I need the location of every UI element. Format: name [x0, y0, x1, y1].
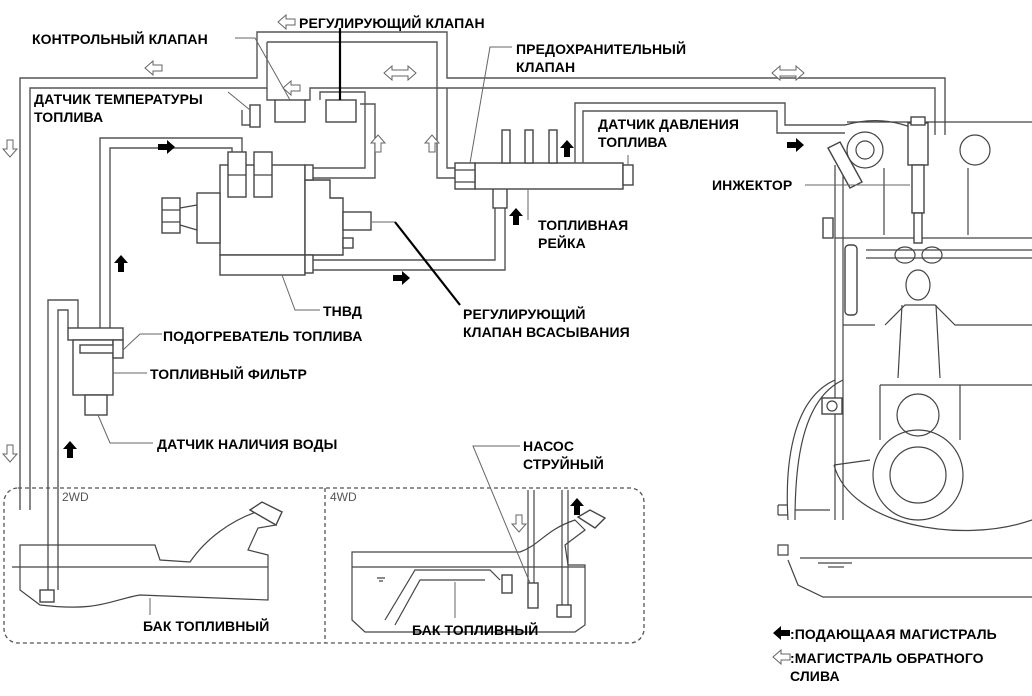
label-fuel-pressure-sensor: ДАТЧИК ДАВЛЕНИЯ ТОПЛИВА	[598, 116, 740, 150]
engine	[777, 116, 1032, 598]
return-arrow	[144, 60, 163, 76]
label-fuel-temp-sensor: ДАТЧИК ТЕМПЕРАТУРЫ ТОПЛИВА	[34, 91, 203, 125]
fuel-temp-sensor	[249, 104, 261, 128]
return-arrow	[383, 65, 417, 81]
legend-return-arrow	[772, 649, 791, 665]
supply-arrow	[393, 271, 410, 285]
return-arrow	[511, 514, 527, 533]
label-control-valve: КОНТРОЛЬНЫЙ КЛАПАН	[32, 31, 208, 47]
label-tank-2wd: БАК ТОПЛИВНЫЙ	[143, 618, 270, 634]
label-fuel-rail: ТОПЛИВНАЯ РЕЙКА	[538, 217, 629, 251]
return-arrow	[370, 134, 386, 153]
tanks-frame	[3, 487, 645, 644]
tank-4wd	[351, 490, 607, 633]
label-water-sensor: ДАТЧИК НАЛИЧИЯ ВОДЫ	[157, 436, 338, 452]
fuel-rail	[454, 102, 845, 190]
control-valve	[274, 99, 306, 123]
label-2wd: 2WD	[62, 490, 89, 504]
label-injector: ИНЖЕКТОР	[712, 177, 793, 193]
label-4wd: 4WD	[330, 490, 357, 504]
regulating-valve	[325, 99, 357, 123]
legend-supply-arrow	[773, 626, 790, 640]
label-fuel-filter: ТОПЛИВНЫЙ ФИЛЬТР	[150, 366, 307, 382]
supply-arrow	[63, 441, 77, 458]
supply-arrow	[509, 208, 523, 225]
valve-block-pipes	[241, 87, 455, 179]
leader-lines	[97, 28, 910, 618]
supply-pipe-pump-to-rail	[313, 187, 508, 271]
supply-arrow	[787, 138, 804, 152]
label-regulating-valve: РЕГУЛИРУЮЩИЙ КЛАПАН	[299, 15, 485, 31]
label-hp-pump: ТНВД	[323, 303, 362, 319]
return-arrow	[2, 139, 18, 158]
legend-supply-label: :ПОДАЮЩААЯ МАГИСТРАЛЬ	[790, 626, 997, 642]
label-tank-4wd: БАК ТОПЛИВНЫЙ	[412, 622, 539, 638]
legend-return-label: :МАГИСТРАЛЬ ОБРАТНОГО СЛИВА	[790, 650, 984, 684]
supply-arrow	[560, 140, 574, 157]
label-safety-valve: ПРЕДОХРАНИТЕЛЬНЫЙ КЛАПАН	[516, 41, 687, 75]
supply-arrow	[570, 498, 584, 515]
label-suction-control-valve: РЕГУЛИРУЮЩИЙ КЛАПАН ВСАСЫВАНИЯ	[463, 306, 630, 340]
label-fuel-heater: ПОДОГРЕВАТЕЛЬ ТОПЛИВА	[163, 328, 363, 344]
return-arrow	[277, 14, 296, 30]
fuel-filter	[67, 327, 124, 416]
supply-arrow	[114, 255, 128, 272]
hp-pump	[161, 151, 372, 276]
return-arrow	[2, 444, 18, 463]
label-jet-pump: НАСОС СТРУЙНЫЙ	[523, 438, 604, 472]
supply-arrow	[158, 140, 175, 154]
tank-2wd	[12, 501, 283, 608]
